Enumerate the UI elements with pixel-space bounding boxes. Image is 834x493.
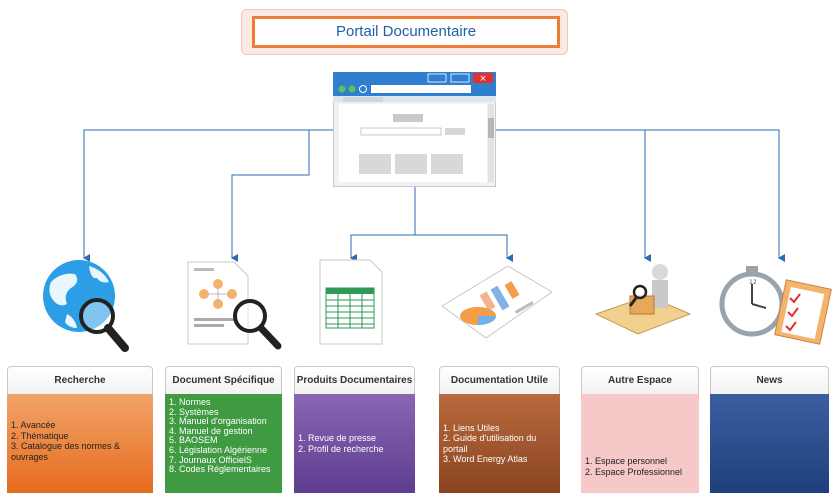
produits-item-2[interactable]: 2. Profil de recherche xyxy=(298,443,384,454)
produits-documentaires-box[interactable]: Produits Documentaires 1. Revue de press… xyxy=(294,366,415,493)
recherche-item-2[interactable]: 2. Thématique xyxy=(11,430,69,441)
chart-document-icon xyxy=(441,265,553,339)
globe-magnifier-icon xyxy=(43,260,129,352)
document-magnifier-icon xyxy=(187,261,282,350)
connector-recherche xyxy=(83,129,333,262)
document-item-4[interactable]: 4. Manuel de gestion xyxy=(169,425,253,436)
connector-document xyxy=(231,130,310,262)
produits-documentaires-list: 1. Revue de presse 2. Profil de recherch… xyxy=(294,394,415,493)
connector-documentation xyxy=(415,234,513,262)
autre-espace-box[interactable]: Autre Espace 1. Espace personnel 2. Espa… xyxy=(581,366,699,493)
document-item-6[interactable]: 6. Législation Algérienne xyxy=(169,444,268,455)
recherche-list: 1. Avancée 2. Thématique 3. Catalogue de… xyxy=(7,394,153,493)
documentation-utile-list: 1. Liens Utiles 2. Guide d'utilisation d… xyxy=(439,394,560,493)
document-item-5[interactable]: 5. BAOSEM xyxy=(169,435,218,446)
document-specifique-box[interactable]: Document Spécifique 1. Normes 2. Système… xyxy=(165,366,282,493)
connector-news xyxy=(496,129,785,262)
recherche-item-3[interactable]: 3. Catalogue des normes & ouvrages xyxy=(11,441,121,462)
documentation-utile-title: Documentation Utile xyxy=(439,366,560,395)
document-specifique-list: 1. Normes 2. Systèmes 3. Manuel d'organi… xyxy=(165,394,282,493)
spreadsheet-icon xyxy=(319,259,383,345)
document-item-7[interactable]: 7. Journaux OfficielS xyxy=(169,454,252,465)
produits-documentaires-title: Produits Documentaires xyxy=(294,366,415,395)
document-item-1[interactable]: 1. Normes xyxy=(169,397,211,407)
autre-espace-list: 1. Espace personnel 2. Espace Profession… xyxy=(581,394,699,493)
document-specifique-title: Document Spécifique xyxy=(165,366,282,395)
document-item-2[interactable]: 2. Systèmes xyxy=(169,406,219,417)
svg-text:12: 12 xyxy=(749,279,757,286)
recherche-item-1[interactable]: 1. Avancée xyxy=(11,420,56,430)
document-item-3[interactable]: 3. Manuel d'organisation xyxy=(169,416,267,427)
documentation-item-1[interactable]: 1. Liens Utiles xyxy=(443,422,500,433)
documentation-utile-box[interactable]: Documentation Utile 1. Liens Utiles 2. G… xyxy=(439,366,560,493)
news-box[interactable]: News xyxy=(710,366,829,493)
news-title: News xyxy=(710,366,829,395)
svg-text:×: × xyxy=(479,74,487,84)
autre-item-2[interactable]: 2. Espace Professionnel xyxy=(585,466,683,477)
portal-title: Portail Documentaire xyxy=(252,16,560,48)
person-box-icon xyxy=(594,264,692,335)
recherche-title: Recherche xyxy=(7,366,153,395)
news-body xyxy=(710,394,829,493)
document-item-8[interactable]: 8. Codes Réglementaires xyxy=(169,464,271,475)
connector-produits xyxy=(350,187,416,262)
browser-window-icon: × xyxy=(333,72,496,187)
autre-item-1[interactable]: 1. Espace personnel xyxy=(585,456,668,466)
stopwatch-checklist-icon: 12 xyxy=(719,266,832,345)
documentation-item-2[interactable]: 2. Guide d'utilisation du portail xyxy=(443,433,537,454)
recherche-box[interactable]: Recherche 1. Avancée 2. Thématique 3. Ca… xyxy=(7,366,153,493)
autre-espace-title: Autre Espace xyxy=(581,366,699,395)
produits-item-1[interactable]: 1. Revue de presse xyxy=(298,433,377,443)
documentation-item-3[interactable]: 3. Word Energy Atlas xyxy=(443,454,528,464)
